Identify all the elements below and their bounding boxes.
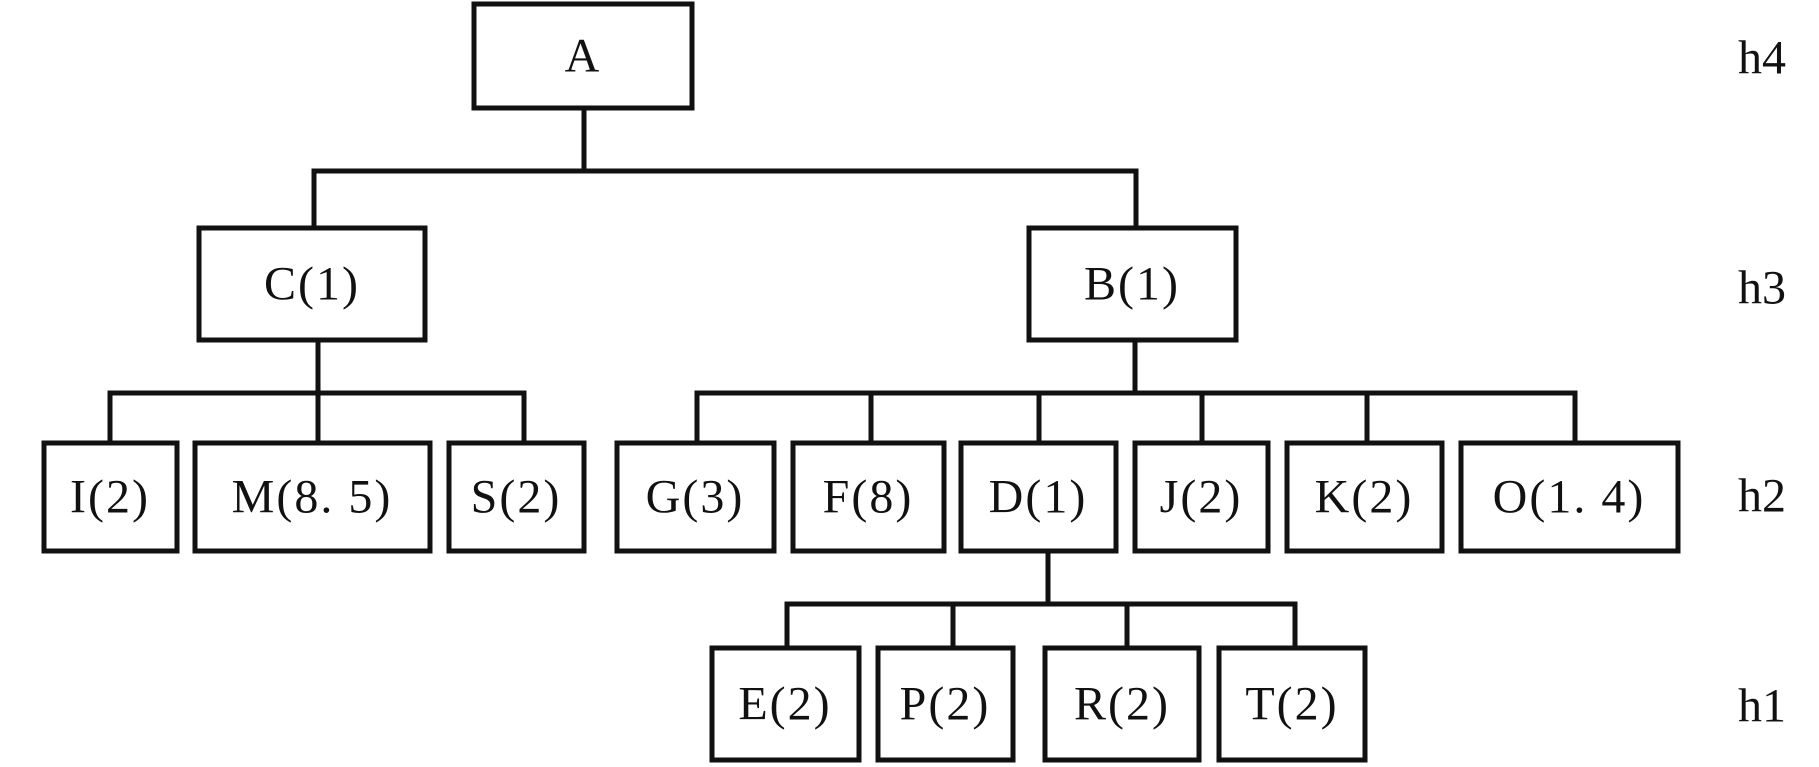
node-box xyxy=(1216,645,1368,763)
node-g: G(3) xyxy=(614,440,777,554)
node-label: M(8. 5) xyxy=(232,471,393,524)
node-o: O(1. 4) xyxy=(1458,440,1681,554)
node-d: D(1) xyxy=(958,440,1119,554)
node-box xyxy=(41,440,180,554)
level-labels: h4 h3 h2 h1 xyxy=(1738,32,1786,733)
node-label: F(8) xyxy=(823,471,914,524)
node-s: S(2) xyxy=(446,440,587,554)
node-c: C(1) xyxy=(196,225,428,343)
node-label: J(2) xyxy=(1160,471,1243,524)
node-label: G(3) xyxy=(646,471,745,524)
node-p: P(2) xyxy=(875,645,1016,763)
node-label: K(2) xyxy=(1315,471,1414,524)
node-i: I(2) xyxy=(41,440,180,554)
node-f: F(8) xyxy=(790,440,947,554)
node-box xyxy=(1458,440,1681,554)
node-label: T(2) xyxy=(1245,678,1338,731)
node-label: A xyxy=(565,30,602,83)
node-box xyxy=(471,1,695,111)
node-label: P(2) xyxy=(900,678,991,731)
node-a: A xyxy=(471,1,695,111)
node-label: B(1) xyxy=(1084,258,1180,311)
node-label: C(1) xyxy=(264,258,360,311)
node-box xyxy=(1132,440,1271,554)
level-label-h2: h2 xyxy=(1738,470,1786,523)
node-box xyxy=(196,225,428,343)
level-label-h3: h3 xyxy=(1738,262,1786,315)
node-label: I(2) xyxy=(70,471,150,524)
node-m: M(8. 5) xyxy=(192,440,433,554)
node-label: S(2) xyxy=(471,471,562,524)
node-r: R(2) xyxy=(1042,645,1202,763)
node-box xyxy=(1284,440,1445,554)
node-box xyxy=(192,440,433,554)
node-j: J(2) xyxy=(1132,440,1271,554)
node-box xyxy=(1026,225,1239,343)
node-label: R(2) xyxy=(1074,678,1170,731)
level-label-h4: h4 xyxy=(1738,32,1786,85)
node-e: E(2) xyxy=(709,645,862,763)
node-box xyxy=(790,440,947,554)
connectors xyxy=(107,105,1578,651)
node-box xyxy=(446,440,587,554)
node-box xyxy=(1042,645,1202,763)
node-label: E(2) xyxy=(738,678,831,731)
level-label-h1: h1 xyxy=(1738,680,1786,733)
node-t: T(2) xyxy=(1216,645,1368,763)
node-label: O(1. 4) xyxy=(1493,471,1646,524)
node-box xyxy=(958,440,1119,554)
node-box xyxy=(614,440,777,554)
node-label: D(1) xyxy=(989,471,1088,524)
node-b: B(1) xyxy=(1026,225,1239,343)
node-box xyxy=(709,645,862,763)
node-k: K(2) xyxy=(1284,440,1445,554)
node-box xyxy=(875,645,1016,763)
